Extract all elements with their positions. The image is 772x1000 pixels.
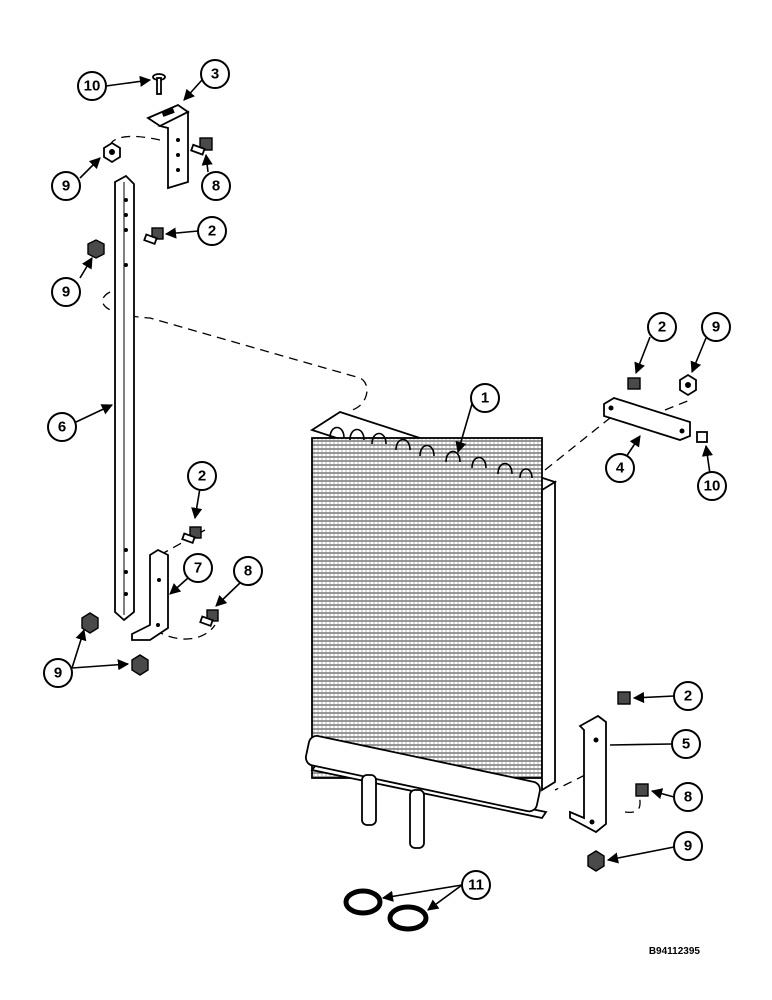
callout-1: 1: [470, 383, 500, 413]
bolt-part-8-lower-right: [635, 783, 649, 797]
callout-9-c: 9: [43, 658, 73, 688]
lower-right-bracket-part-5: [569, 714, 607, 834]
callout-10-top: 10: [77, 71, 107, 101]
nut-part-9-lower-right: [587, 850, 605, 872]
nut-part-9-top: [103, 141, 121, 164]
callout-number: 2: [198, 468, 206, 485]
screw-part-10-top: [152, 73, 166, 95]
o-rings-part-11: [343, 888, 429, 932]
callout-number: 3: [211, 66, 219, 83]
callout-8-b: 8: [233, 556, 263, 586]
callout-number: 4: [616, 460, 625, 477]
drawing-reference-number: B94112395: [648, 946, 700, 957]
tube-loops: [329, 426, 533, 479]
cooler-core-part-1: [304, 411, 558, 849]
long-strap-part-6: [114, 174, 135, 622]
callout-5: 5: [671, 729, 701, 759]
callout-10-b: 10: [697, 471, 727, 501]
callout-number: 8: [684, 789, 692, 806]
callout-8-c: 8: [673, 782, 703, 812]
nut-part-9-upper-right: [679, 373, 697, 397]
bolt-part-2-lower-right: [617, 691, 631, 705]
callout-11: 11: [461, 870, 491, 900]
callout-9-a: 9: [51, 171, 81, 201]
leader-lines: [71, 75, 713, 911]
bolt-part-2-mid-left: [181, 526, 202, 545]
callout-number: 8: [244, 563, 252, 580]
callout-2-c: 2: [647, 312, 677, 342]
callout-9-e: 9: [673, 831, 703, 861]
callout-9-b: 9: [51, 277, 81, 307]
callout-2-d: 2: [673, 681, 703, 711]
callout-number: 10: [704, 478, 721, 495]
small-bracket-part-7: [131, 548, 169, 641]
callout-7: 7: [183, 553, 213, 583]
callout-number: 11: [468, 877, 484, 894]
upper-right-bracket-part-4: [603, 397, 691, 441]
callout-number: 7: [194, 560, 202, 577]
callout-number: 2: [208, 223, 216, 240]
bolt-part-2-upper-left: [143, 227, 164, 246]
callout-4: 4: [605, 453, 635, 483]
callout-number: 10: [84, 78, 101, 95]
callout-3: 3: [200, 59, 230, 89]
bolt-part-8-mid-left: [199, 609, 219, 628]
bolt-part-10-right: [696, 431, 708, 443]
callout-number: 2: [684, 688, 692, 705]
callout-number: 9: [684, 838, 692, 855]
callout-number: 1: [481, 390, 489, 407]
callout-2-b: 2: [187, 461, 217, 491]
callout-number: 6: [58, 419, 66, 436]
upper-bracket-part-3: [146, 103, 190, 190]
callout-number: 9: [62, 178, 70, 195]
callout-number: 2: [658, 319, 666, 336]
nut-part-9-upper-left: [87, 239, 105, 259]
callout-number: 9: [62, 284, 70, 301]
callout-number: 5: [682, 736, 690, 753]
callout-9-d: 9: [701, 312, 731, 342]
bolt-part-2-upper-right: [627, 377, 641, 390]
callout-number: 9: [712, 319, 720, 336]
callout-number: 9: [54, 665, 62, 682]
callout-6: 6: [47, 412, 77, 442]
callout-8-a: 8: [201, 171, 231, 201]
nut-part-9-lower-left: [81, 612, 149, 676]
bolt-part-8-top: [190, 137, 213, 156]
callout-number: 8: [212, 178, 220, 195]
callout-2-a: 2: [197, 216, 227, 246]
